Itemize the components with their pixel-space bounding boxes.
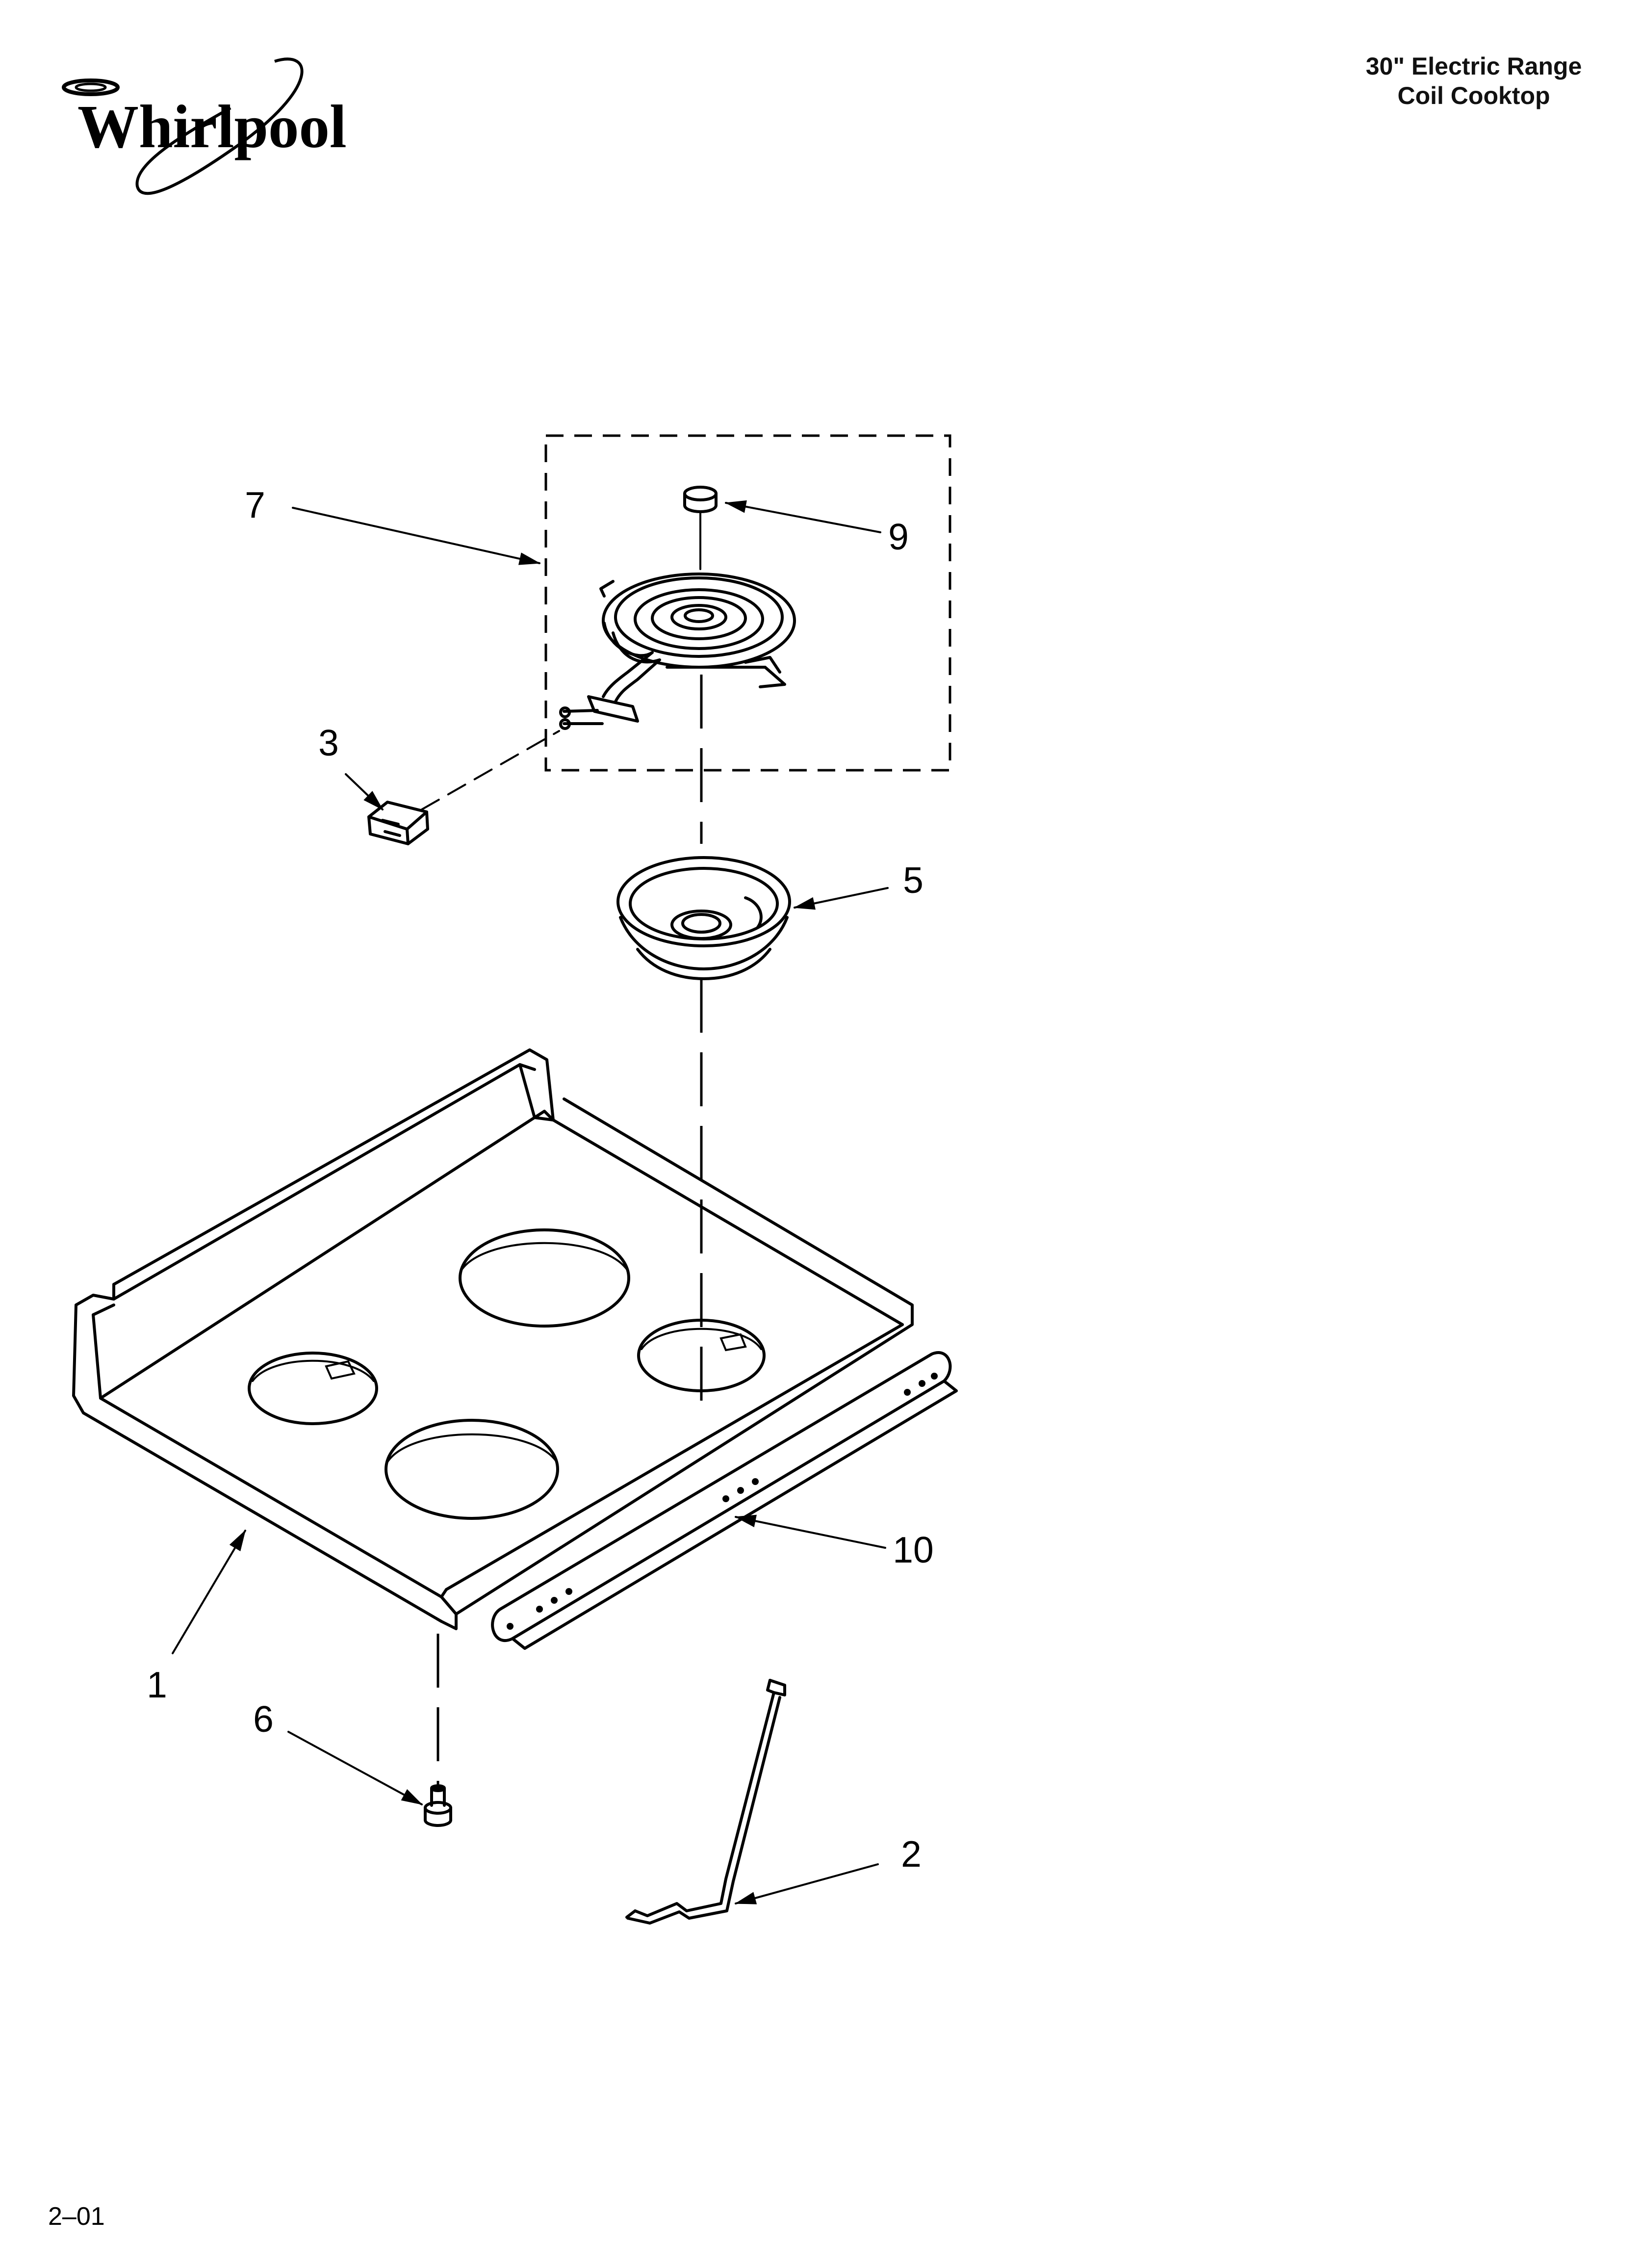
callout-9: 9 <box>888 516 909 557</box>
burner-opening-large-back <box>459 1228 630 1328</box>
page-code: 2–01 <box>48 2202 105 2231</box>
whirlpool-logo: Whirlpool <box>62 57 347 195</box>
diagram-title-line2: Coil Cooktop <box>1397 82 1550 109</box>
part-10-trim-bracket <box>491 1351 958 1650</box>
callout-7: 7 <box>245 484 265 525</box>
logo-swirl-icon <box>62 78 120 96</box>
callout-6: 6 <box>253 1698 274 1740</box>
surface-element-assembly-box <box>544 434 951 772</box>
part-7-coil-element <box>559 573 796 730</box>
callout-2: 2 <box>901 1833 922 1875</box>
part-5-drip-bowl <box>616 856 791 980</box>
burner-opening-small-front <box>248 1352 378 1425</box>
part-9-cap <box>683 486 718 513</box>
brand-name: Whirlpool <box>77 93 347 161</box>
callout-1: 1 <box>147 1664 167 1705</box>
diagram-title-line1: 30" Electric Range <box>1366 52 1582 80</box>
part-1-cooktop <box>72 1048 914 1630</box>
part-6-screw <box>424 1784 452 1827</box>
part-2-rod <box>625 1679 786 1925</box>
burner-opening-large-front <box>385 1419 559 1520</box>
leader-lines <box>172 500 889 1904</box>
burner-opening-small-back <box>637 1319 766 1392</box>
callout-3: 3 <box>318 722 339 763</box>
callout-10: 10 <box>893 1529 933 1570</box>
part-3-terminal-block <box>367 801 429 845</box>
callout-5: 5 <box>903 860 924 901</box>
